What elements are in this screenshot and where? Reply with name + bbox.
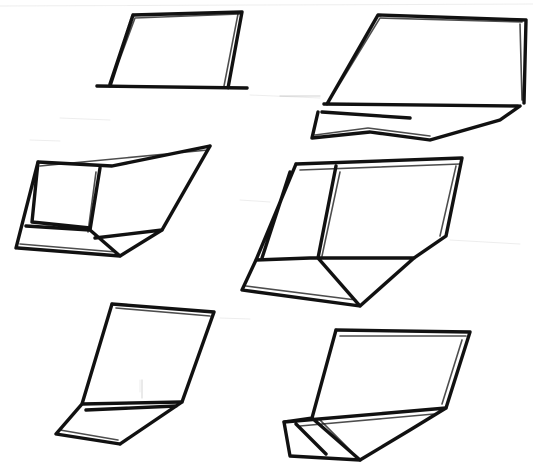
sketch-stroke (327, 15, 526, 104)
scan-smudge (30, 140, 60, 141)
sketch-3 (16, 146, 210, 256)
sketch-stroke (318, 166, 360, 306)
sketch-stroke (82, 402, 182, 404)
scan-smudge (450, 240, 520, 244)
sketch-stroke (262, 172, 290, 258)
scan-smudge (60, 118, 110, 120)
overdraw-stroke (300, 164, 460, 170)
sketch-6 (284, 330, 470, 460)
sketch-1 (97, 12, 247, 88)
sketch-stroke (112, 304, 214, 444)
sketch-stroke (324, 104, 518, 106)
overdraw-stroke (320, 420, 352, 452)
sketch-stroke (336, 330, 470, 460)
sketch-2 (280, 15, 526, 140)
sketch-stroke (284, 330, 360, 460)
sketch-stroke (256, 258, 414, 260)
scan-smudge (0, 4, 533, 6)
overdraw-stroke (520, 24, 522, 100)
sketch-stroke (32, 162, 90, 228)
sketch-stroke (86, 406, 176, 410)
scan-smudge (240, 200, 270, 202)
overdraw-stroke (330, 18, 522, 100)
sketch-5 (56, 304, 214, 444)
sketch-stroke (322, 112, 410, 118)
scan-smudge (220, 318, 250, 319)
sketch-4 (242, 158, 462, 306)
sketch-stroke (56, 304, 120, 444)
overdraw-stroke (84, 312, 110, 400)
